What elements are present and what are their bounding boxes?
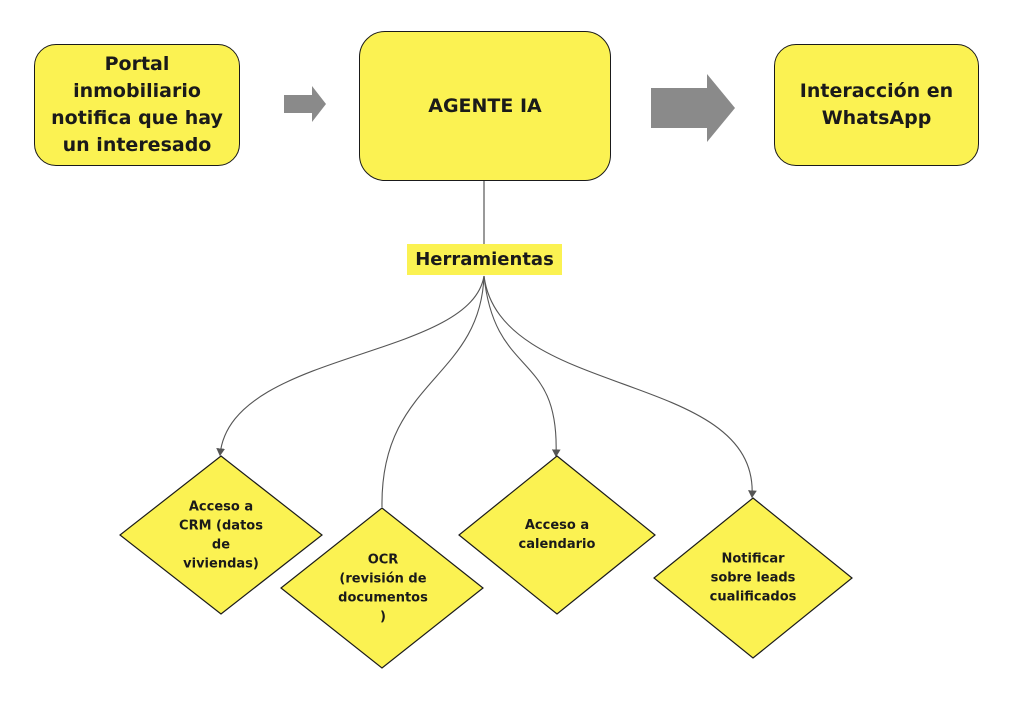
node-whatsapp-label: Interacción en WhatsApp [799,80,954,129]
diamond-ocr [280,507,484,669]
connector-to-notificar [483,275,757,499]
node-portal: Portal inmobiliario notifica que hay un … [34,44,240,166]
node-agente-ia-label: AGENTE IA [428,95,542,117]
herramientas-text: Herramientas [415,249,554,270]
tool-calendario-label: Acceso a calendario [518,518,596,552]
diamond-notificar [653,497,853,659]
tool-notificar-label: Notificar sobre leads cualificados [709,551,797,605]
connector-to-ocr [381,275,485,508]
connector-to-crm [216,275,485,457]
diamond-calendario [458,455,656,615]
tool-crm-label: Acceso a CRM (datos de viviendas) [179,499,263,571]
diamond-crm [119,455,323,615]
arrow-agente-to-whatsapp [651,74,735,142]
arrow-portal-to-agente [284,86,326,122]
herramientas-label: Herramientas [407,244,562,275]
node-portal-label: Portal inmobiliario notifica que hay un … [51,53,223,156]
node-whatsapp: Interacción en WhatsApp [774,44,979,166]
tool-ocr-label: OCR (revisión de documentos ) [338,552,428,624]
node-agente-ia: AGENTE IA [359,31,611,181]
connector-to-calendario [483,275,561,458]
